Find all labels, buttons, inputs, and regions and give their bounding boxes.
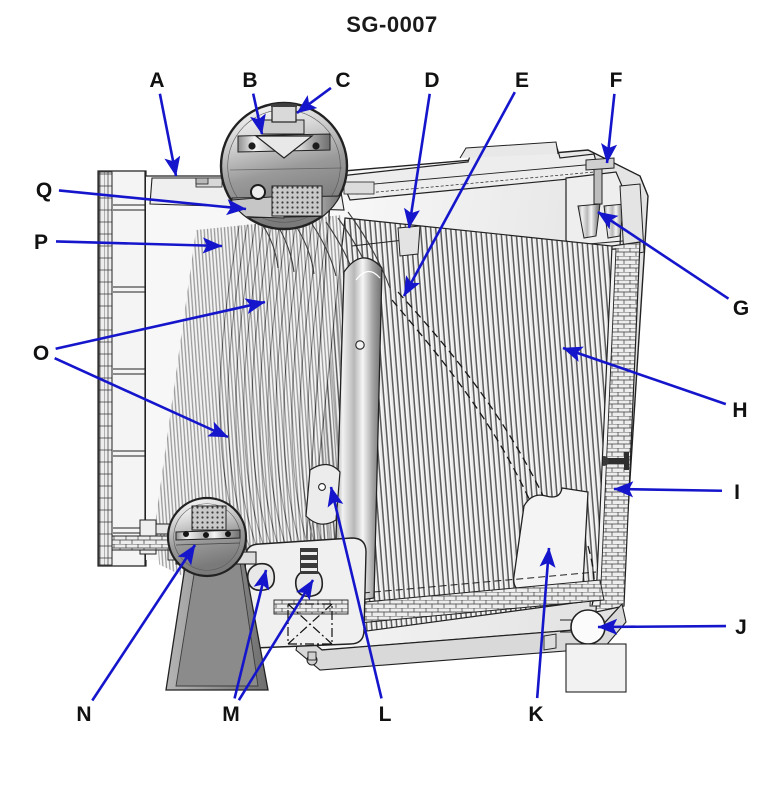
leader-line-q — [58, 189, 247, 216]
central-downcomer — [305, 257, 383, 605]
top-detail-inset — [219, 101, 349, 231]
callout-label-k: K — [528, 703, 543, 726]
bottom-right-port-j — [560, 609, 627, 693]
callout-label-j: J — [735, 616, 747, 639]
leader-line-o2 — [55, 298, 266, 351]
leader-line-m — [233, 569, 270, 699]
callout-label-h: H — [732, 399, 747, 422]
lower-detail-inset — [166, 496, 248, 578]
leader-line-d — [403, 93, 431, 229]
callout-label-c: C — [335, 69, 350, 92]
callout-label-a: A — [149, 69, 164, 92]
leader-line-i — [613, 481, 723, 498]
callout-leaders — [54, 86, 730, 702]
leader-line-h — [562, 346, 727, 406]
callout-label-q: Q — [36, 179, 52, 202]
callout-label-e: E — [515, 69, 529, 92]
callout-label-m: M — [222, 703, 240, 726]
leader-line-e — [402, 91, 516, 297]
callout-label-p: P — [34, 231, 48, 254]
callout-label-i: I — [734, 481, 740, 504]
callout-label-b: B — [242, 69, 257, 92]
callout-label-l: L — [379, 703, 392, 726]
callout-label-o: O — [33, 342, 49, 365]
callout-label-n: N — [76, 703, 91, 726]
callout-label-d: D — [424, 69, 439, 92]
leader-line-l — [327, 486, 383, 699]
leader-line-j — [597, 618, 727, 635]
leader-line-a — [158, 93, 181, 177]
leader-line-b — [250, 93, 266, 135]
leader-line-n — [91, 544, 197, 702]
leader-line-g — [597, 210, 730, 300]
leader-line-p — [55, 237, 223, 254]
leader-line-c — [296, 86, 332, 115]
leader-line-k — [535, 547, 556, 699]
callout-labels: A B C D E F G H I J K L M N O P Q — [33, 69, 749, 726]
leader-line-f — [601, 93, 618, 164]
page-title: SG-0007 — [346, 12, 438, 37]
leader-line-m2 — [237, 579, 315, 701]
callout-label-f: F — [610, 69, 623, 92]
leader-line-o — [54, 357, 229, 439]
callout-label-g: G — [733, 297, 749, 320]
